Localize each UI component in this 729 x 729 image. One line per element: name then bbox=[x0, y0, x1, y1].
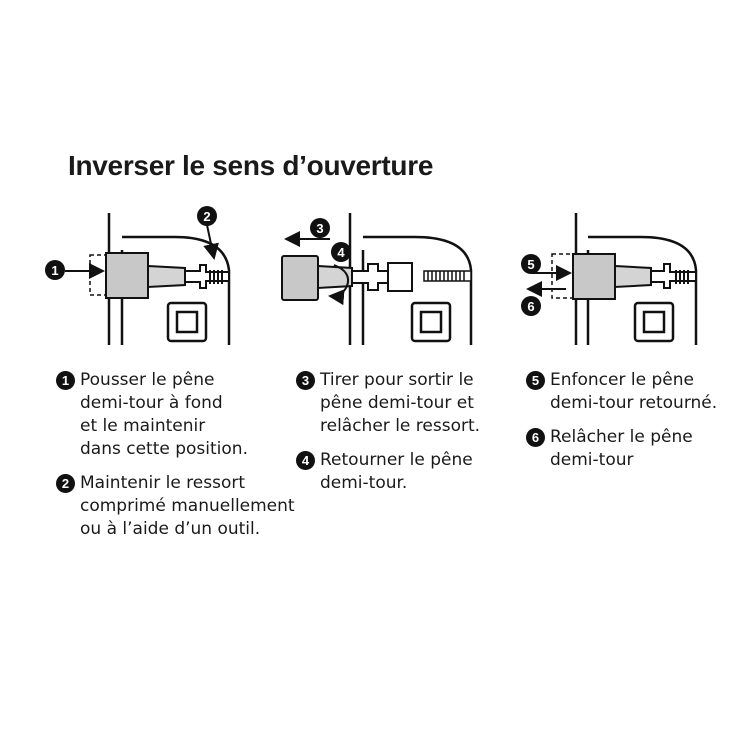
page-title: Inverser le sens d’ouverture bbox=[68, 150, 434, 181]
svg-text:5: 5 bbox=[527, 257, 534, 272]
step-4-number: 4 bbox=[296, 451, 315, 470]
tool-arrow-2 bbox=[203, 224, 219, 260]
step-5-text: Enfoncer le pêne demi-tour retourné. bbox=[550, 370, 718, 413]
svg-text:3: 3 bbox=[316, 221, 323, 236]
svg-text:6: 6 bbox=[527, 299, 534, 314]
panel-1-latch-bolt bbox=[105, 252, 230, 299]
marker-2: 2 bbox=[197, 206, 217, 226]
marker-5: 5 bbox=[521, 254, 541, 274]
panel-2-lock bbox=[348, 213, 473, 345]
panel-2-spring bbox=[423, 270, 472, 282]
step-3-number: 3 bbox=[296, 371, 315, 390]
step-2-text: Maintenir le ressort comprimé manuelleme… bbox=[80, 473, 295, 539]
marker-6: 6 bbox=[521, 296, 541, 316]
svg-text:4: 4 bbox=[337, 245, 345, 260]
step-6-number: 6 bbox=[526, 428, 545, 447]
panel-3-latch-bolt bbox=[572, 253, 697, 300]
marker-1: 1 bbox=[45, 260, 65, 280]
rotate-arrow-4 bbox=[328, 264, 350, 306]
step-2-number: 2 bbox=[56, 474, 75, 493]
step-1-text: Pousser le pêne demi-tour à fond et le m… bbox=[80, 370, 248, 459]
step-5-number: 5 bbox=[526, 371, 545, 390]
marker-3: 3 bbox=[310, 218, 330, 238]
step-4-text: Retourner le pêne demi-tour. bbox=[320, 450, 473, 493]
marker-4: 4 bbox=[331, 242, 351, 262]
step-6-text: Relâcher le pêne demi-tour bbox=[550, 427, 693, 470]
panel-2-latch-bolt bbox=[281, 255, 389, 301]
step-3-text: Tirer pour sortir le pêne demi-tour et r… bbox=[320, 370, 481, 436]
step-1-number: 1 bbox=[56, 371, 75, 390]
svg-text:2: 2 bbox=[203, 209, 210, 224]
svg-text:1: 1 bbox=[51, 263, 58, 278]
